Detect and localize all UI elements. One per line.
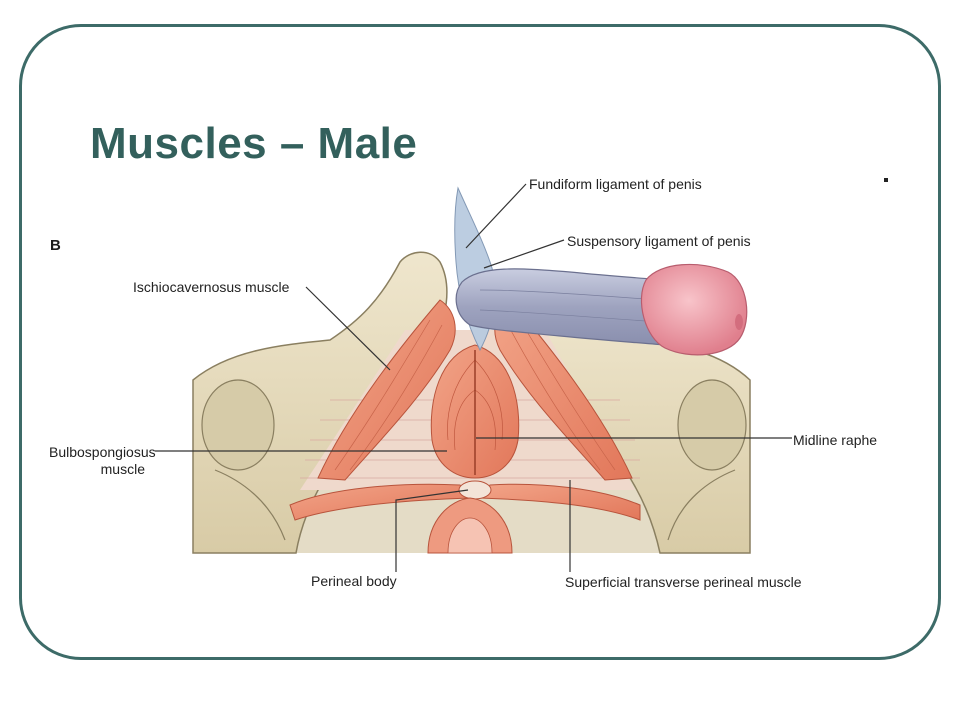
label-ischiocavernosus-muscle: Ischiocavernosus muscle: [133, 279, 290, 295]
label-midline-raphe: Midline raphe: [793, 432, 878, 448]
stray-mark: [884, 178, 888, 182]
leader-ischiocavernosus: [305, 286, 391, 371]
label-fundiform-ligament: Fundiform ligament of penis: [529, 176, 702, 192]
label-perineal-body: Perineal body: [311, 573, 397, 589]
anal-region: [427, 497, 513, 554]
leader-lines: [155, 183, 792, 572]
leader-perineal-body: [395, 489, 469, 572]
right-pelvic-bone: [525, 298, 751, 554]
leader-fundiform: [465, 183, 527, 249]
label-bulbospongiosus-muscle: Bulbospongiosus muscle: [49, 444, 156, 477]
leader-suspensory: [483, 239, 565, 269]
left-ischiocavernosus-muscle: [317, 299, 456, 481]
superficial-transverse-perineal-muscle: [289, 483, 641, 521]
label-suspensory-ligament: Suspensory ligament of penis: [567, 233, 751, 249]
label-superficial-transverse-perineal-muscle: Superficial transverse perineal muscle: [565, 574, 802, 590]
penile-shaft: [455, 268, 666, 346]
right-ischiocavernosus-muscle: [494, 299, 633, 481]
glans: [640, 263, 748, 356]
figure-letter: B: [50, 237, 61, 254]
slide-title: Muscles – Male: [90, 119, 418, 168]
